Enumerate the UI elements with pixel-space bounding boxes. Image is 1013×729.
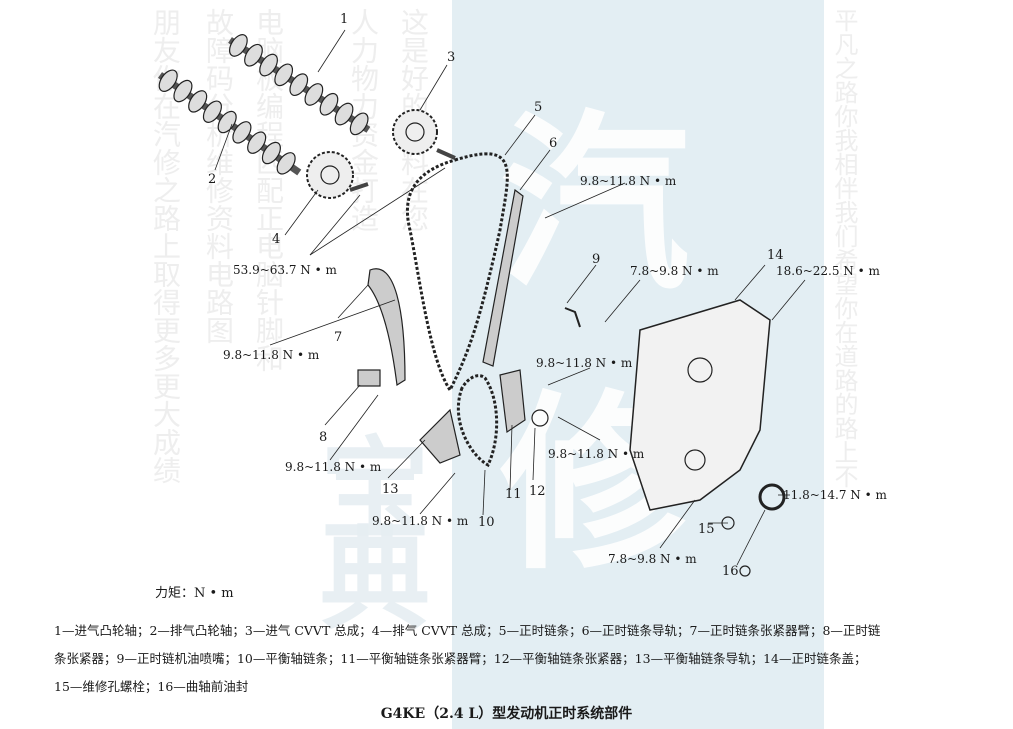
legend-line: 条张紧器；9—正时链机油喷嘴；10—平衡轴链条；11—平衡轴链条张紧器臂；12—… <box>54 651 867 666</box>
torque-label-cover-lower: 7.8~9.8 N • m <box>608 552 697 566</box>
torque-label-balance-guide: 9.8~11.8 N • m <box>372 514 469 528</box>
callout-12: 12 <box>529 484 546 499</box>
exhaust-cvvt <box>306 151 354 199</box>
callout-6: 6 <box>549 136 558 151</box>
balance-chain-guide <box>419 408 461 464</box>
callout-9: 9 <box>592 252 601 267</box>
balance-chain-tensioner <box>531 409 549 427</box>
callout-16: 16 <box>722 564 739 579</box>
watermark-char: 汽 <box>500 94 691 315</box>
timing-chain <box>405 152 509 393</box>
callout-4: 4 <box>272 232 281 247</box>
torque-label-tensioner-arm: 9.8~11.8 N • m <box>223 348 320 362</box>
callout-1: 1 <box>340 12 349 27</box>
legend-line: 1—进气凸轮轴；2—排气凸轮轴；3—进气 CVVT 总成；4—排气 CVVT 总… <box>54 623 881 638</box>
callout-15: 15 <box>698 522 715 537</box>
torque-label-balance-tensioner: 9.8~11.8 N • m <box>536 356 633 370</box>
callout-13: 13 <box>382 482 399 497</box>
torque-label-guide: 9.8~11.8 N • m <box>580 174 677 188</box>
watermark-text: 故障码分析维修资料电路图 <box>202 8 235 344</box>
callout-5: 5 <box>534 100 543 115</box>
crankshaft-oil-seal <box>758 483 786 511</box>
legend-line: 15—维修孔螺栓；16—曲轴前油封 <box>54 679 249 694</box>
intake-cvvt <box>392 109 438 155</box>
callout-10: 10 <box>478 515 495 530</box>
watermark-char: 典 <box>320 516 430 644</box>
callout-3: 3 <box>447 50 456 65</box>
callout-7: 7 <box>334 330 343 345</box>
torque-label-oil-seal: 11.8~14.7 N • m <box>783 488 887 502</box>
callout-14: 14 <box>767 248 784 263</box>
torque-label-oil-nozzle: 7.8~9.8 N • m <box>630 264 719 278</box>
timing-chain-tensioner-arm <box>367 268 406 387</box>
exhaust-camshaft <box>157 69 302 176</box>
timing-chain-cover <box>629 299 771 511</box>
torque-label-balance-tensioner-bolt: 9.8~11.8 N • m <box>548 447 645 461</box>
parts-legend: 1—进气凸轮轴；2—排气凸轮轴；3—进气 CVVT 总成；4—排气 CVVT 总… <box>54 617 989 701</box>
callout-8: 8 <box>319 430 328 445</box>
callout-11: 11 <box>505 487 522 502</box>
balance-shaft-chain <box>456 374 499 468</box>
torque-label-cvvt: 53.9~63.7 N • m <box>233 263 337 277</box>
torque-unit-note: 力矩：N • m <box>155 586 234 601</box>
watermark-char: 宝 <box>320 426 430 554</box>
callout-2: 2 <box>208 172 217 187</box>
balance-chain-tensioner-arm <box>499 369 526 434</box>
torque-label-cover-upper: 18.6~22.5 N • m <box>776 264 880 278</box>
torque-label-tensioner: 9.8~11.8 N • m <box>285 460 382 474</box>
figure-caption: G4KE（2.4 L）型发动机正时系统部件 <box>380 706 633 722</box>
intake-camshaft <box>228 34 371 136</box>
timing-chain-guide <box>482 188 524 367</box>
oil-nozzle <box>564 307 581 328</box>
timing-chain-tensioner <box>357 369 381 387</box>
watermark-text: 平凡之路你我相伴我们希望你在道路的路上不 <box>830 8 858 488</box>
